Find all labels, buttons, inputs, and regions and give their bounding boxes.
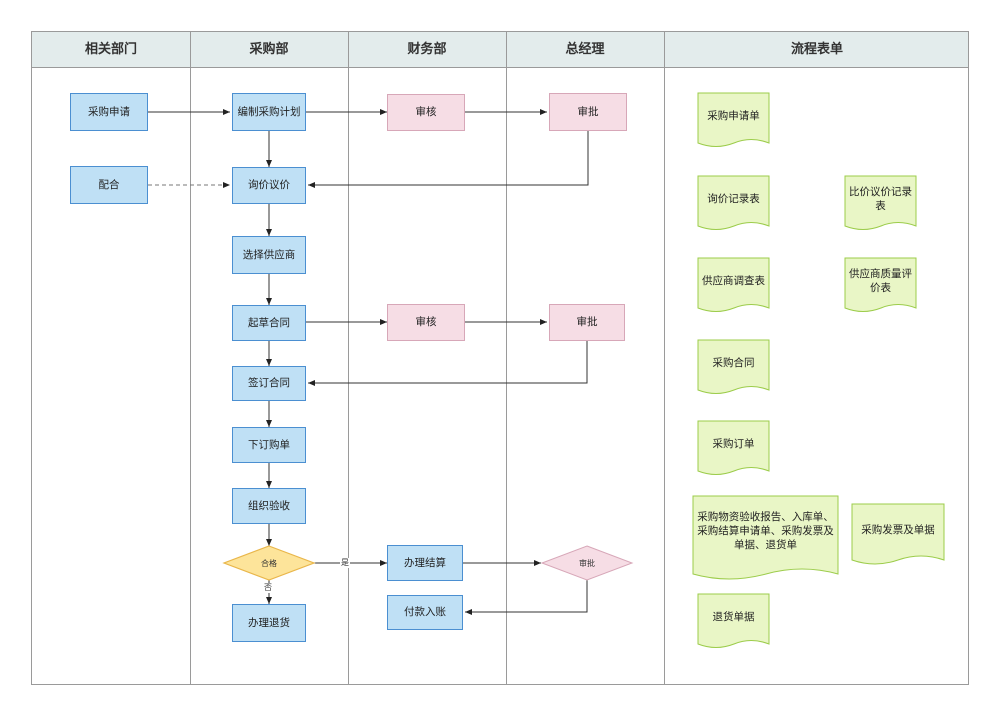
node-draft-contract: 起草合同 bbox=[232, 305, 306, 341]
document-shape bbox=[697, 339, 770, 394]
document-shape bbox=[697, 175, 770, 230]
approve-diamond bbox=[540, 545, 634, 581]
form-price-compare-record: 比价议价记录表 bbox=[849, 185, 912, 212]
form-return-docs: 退货单据 bbox=[712, 610, 755, 623]
column-header-finance: 财务部 bbox=[407, 42, 447, 57]
document-shape bbox=[697, 593, 770, 648]
document-shape bbox=[697, 420, 770, 475]
document-shape bbox=[844, 257, 917, 312]
approve-diamond-label: 审批 bbox=[579, 558, 595, 568]
document-shape bbox=[844, 175, 917, 230]
form-purchase-request: 采购申请单 bbox=[707, 109, 760, 122]
column-header-forms: 流程表单 bbox=[790, 42, 843, 57]
form-purchase-order: 采购订单 bbox=[712, 437, 755, 450]
form-invoice-docs: 采购发票及单据 bbox=[861, 523, 935, 536]
node-gm-approve-1: 审批 bbox=[549, 93, 627, 131]
edge-approve-to-payment bbox=[465, 580, 588, 615]
node-gm-approve-2: 审批 bbox=[549, 304, 625, 341]
flowchart-frame: 相关部门 采购部 财务部 总经理 流程表单 bbox=[31, 31, 969, 685]
column-header-related-dept: 相关部门 bbox=[84, 42, 137, 57]
node-place-order: 下订购单 bbox=[232, 427, 306, 463]
node-make-plan: 编制采购计划 bbox=[232, 93, 306, 131]
node-inspection: 组织验收 bbox=[232, 488, 306, 524]
node-settlement: 办理结算 bbox=[387, 545, 463, 581]
node-inquiry: 询价议价 bbox=[232, 167, 306, 204]
lane-divider bbox=[190, 32, 191, 684]
document-shape bbox=[692, 495, 839, 580]
form-inquiry-record: 询价记录表 bbox=[707, 192, 760, 205]
node-cooperate: 配合 bbox=[70, 166, 148, 204]
document-shape bbox=[851, 503, 945, 565]
column-header-row: 相关部门 采购部 财务部 总经理 流程表单 bbox=[32, 32, 968, 68]
document-shape bbox=[697, 92, 770, 147]
form-supplier-survey: 供应商调查表 bbox=[702, 274, 765, 287]
lane-divider bbox=[664, 32, 665, 684]
decision-label-qualified: 合格 bbox=[261, 558, 277, 568]
edge-label-no: 否 bbox=[263, 583, 273, 593]
form-supplier-quality-eval: 供应商质量评价表 bbox=[849, 267, 912, 294]
node-finance-review-2: 审核 bbox=[387, 304, 465, 341]
column-header-purchasing: 采购部 bbox=[249, 42, 289, 57]
column-header-general-manager: 总经理 bbox=[565, 42, 605, 57]
node-payment: 付款入账 bbox=[387, 595, 463, 630]
edge-approve-to-inquiry bbox=[308, 131, 589, 188]
node-purchase-request: 采购申请 bbox=[70, 93, 148, 131]
node-select-supplier: 选择供应商 bbox=[232, 236, 306, 274]
edge-approve-to-sign bbox=[308, 341, 588, 386]
form-purchase-contract: 采购合同 bbox=[712, 356, 755, 369]
decision-diamond-qualified bbox=[222, 545, 316, 581]
node-sign-contract: 签订合同 bbox=[232, 366, 306, 401]
node-return-goods: 办理退货 bbox=[232, 604, 306, 642]
form-inspection-reports: 采购物资验收报告、入库单、采购结算申请单、采购发票及单据、退货单 bbox=[697, 510, 834, 552]
lane-divider bbox=[506, 32, 507, 684]
node-finance-review-1: 审核 bbox=[387, 94, 465, 131]
lane-divider bbox=[348, 32, 349, 684]
edge-label-yes: 是 bbox=[340, 558, 350, 568]
document-shape bbox=[697, 257, 770, 312]
